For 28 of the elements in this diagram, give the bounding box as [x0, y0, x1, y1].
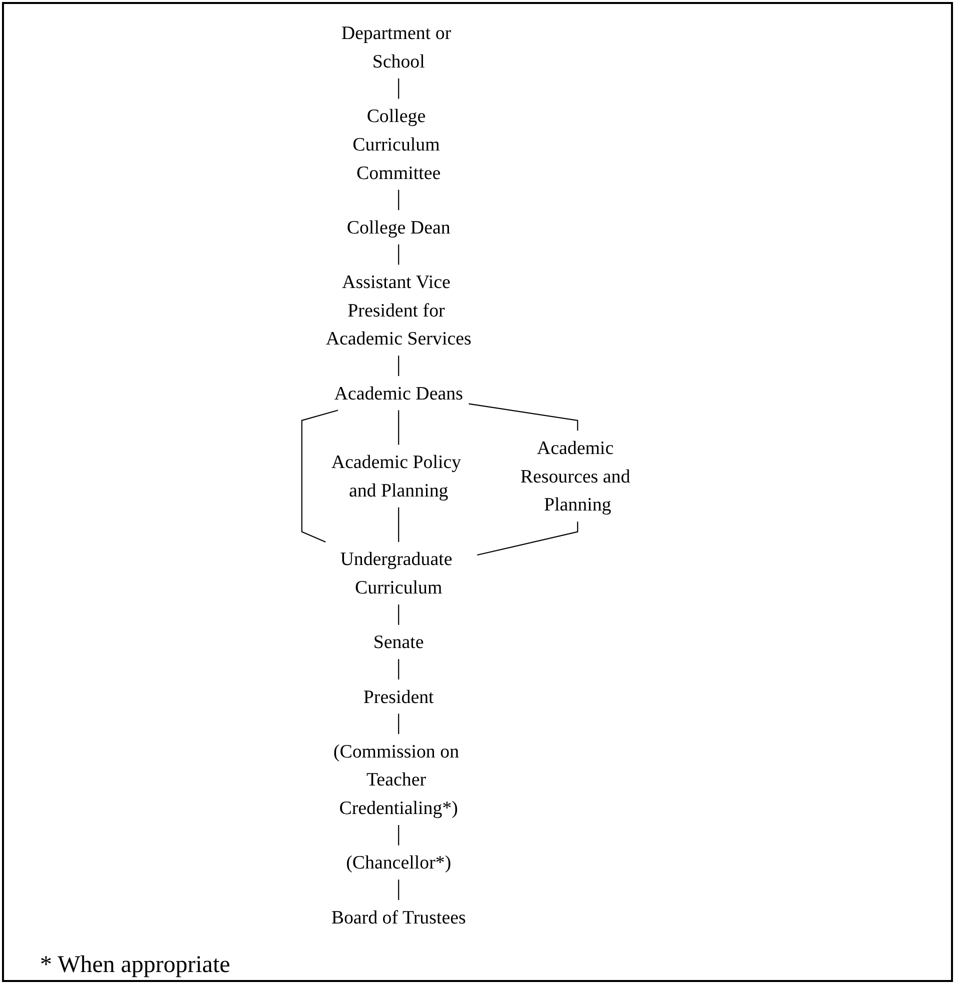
node-text: Undergraduate Curriculum — [340, 548, 453, 598]
connector — [398, 825, 400, 846]
node-text: (Chancellor*) — [346, 852, 452, 874]
node-text: Academic Resources and Planning — [520, 437, 631, 516]
node-text: Board of Trustees — [332, 906, 466, 928]
connector — [398, 659, 400, 680]
node-text: (Commission on Teacher Credentialing*) — [334, 740, 460, 818]
connector — [398, 410, 400, 445]
connector — [469, 403, 579, 431]
node-text: President — [364, 686, 434, 708]
connector — [398, 356, 400, 376]
node-text: College Curriculum Committee — [353, 105, 442, 184]
connector — [398, 604, 400, 625]
connector — [398, 507, 400, 542]
connector — [302, 410, 339, 542]
connector — [398, 880, 400, 900]
connector — [398, 190, 400, 210]
connector — [478, 522, 579, 556]
connector — [398, 714, 400, 734]
node-text: Department or School — [342, 22, 452, 72]
node-text: Senate — [374, 631, 424, 653]
footnote: * When appropriate — [40, 952, 230, 979]
node-text: Academic Policy and Planning — [332, 451, 462, 501]
node-text: Academic Deans — [334, 382, 464, 404]
node-text: Assistant Vice President for Academic Services — [326, 271, 472, 350]
node-text: College Dean — [347, 216, 451, 238]
connector — [398, 78, 400, 99]
connector — [398, 244, 400, 265]
